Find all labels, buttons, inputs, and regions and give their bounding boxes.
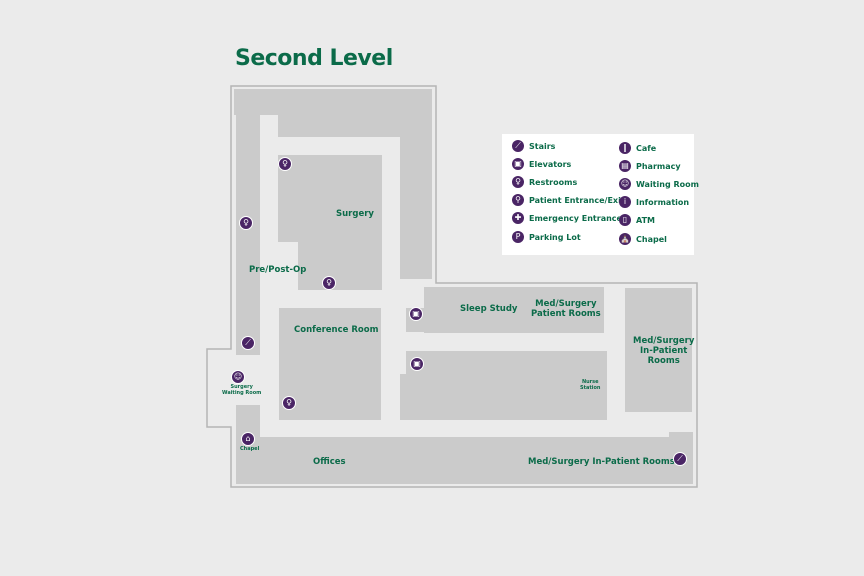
label-pre-post-op: Pre/Post-Op xyxy=(249,265,307,275)
waiting-room-icon[interactable]: ☺ xyxy=(231,370,245,384)
stairs-icon[interactable]: ⟋ xyxy=(673,452,687,466)
room-sleep-study xyxy=(406,287,604,333)
restroom-icon[interactable]: ♀ xyxy=(282,396,296,410)
elevator-icon: ▣ xyxy=(512,158,524,170)
stairs-icon[interactable]: ⟋ xyxy=(241,336,255,350)
label-line: Med/Surgery xyxy=(633,336,695,346)
label-conference-room: Conference Room xyxy=(294,325,379,335)
legend-item-atm: ▯ ATM xyxy=(619,213,655,227)
legend-label: Stairs xyxy=(529,141,556,151)
legend-label: Patient Entrance/Exit xyxy=(529,195,625,205)
legend-label: Cafe xyxy=(636,143,657,153)
floor-title: Second Level xyxy=(235,46,393,71)
legend-label: Information xyxy=(636,197,690,207)
legend-label: Waiting Room xyxy=(636,179,699,189)
legend-label: Pharmacy xyxy=(636,161,681,171)
atm-icon: ▯ xyxy=(619,214,631,226)
information-icon: i xyxy=(619,196,631,208)
legend-item-patient-entrance: ⚲ Patient Entrance/Exit xyxy=(512,193,625,207)
stairs-icon: ⟋ xyxy=(512,140,524,152)
label-line: Patient Rooms xyxy=(531,308,601,319)
legend-item-stairs: ⟋ Stairs xyxy=(512,139,555,153)
room-top-wing xyxy=(234,89,432,115)
label-sleep-study: Sleep Study xyxy=(460,304,518,314)
legend-item-information: i Information xyxy=(619,195,689,209)
label-line: Nurse xyxy=(581,379,599,385)
building-outline xyxy=(206,85,698,488)
room-nurse-station xyxy=(400,351,607,420)
elevator-icon[interactable]: ▣ xyxy=(409,307,423,321)
legend-label: Restrooms xyxy=(529,177,578,187)
legend-label: Parking Lot xyxy=(529,232,581,242)
legend-item-restrooms: ♀ Restrooms xyxy=(512,175,577,189)
restroom-icon[interactable]: ♀ xyxy=(239,216,253,230)
label-med-surgery-in-patient-rooms-right: Med/Surgery In-Patient Rooms xyxy=(633,336,695,366)
label-med-surgery-patient-rooms: Med/Surgery Patient Rooms xyxy=(531,299,601,320)
label-surgery-waiting-room: Surgery Waiting Room xyxy=(222,384,262,397)
label-line: Station xyxy=(580,384,601,391)
restroom-icon: ♀ xyxy=(512,176,524,188)
label-med-surgery-in-patient-rooms-bottom: Med/Surgery In-Patient Rooms xyxy=(528,457,675,467)
label-line: Surgery xyxy=(230,384,253,390)
legend-item-pharmacy: ▤ Pharmacy xyxy=(619,159,681,173)
legend-item-emergency: ✚ Emergency Entrance xyxy=(512,211,622,225)
room-med-surgery-right xyxy=(625,288,692,412)
cafe-icon: ‖ xyxy=(619,142,631,154)
legend-item-elevators: ▣ Elevators xyxy=(512,157,571,171)
legend-item-parking: P Parking Lot xyxy=(512,230,581,244)
label-surgery: Surgery xyxy=(336,209,374,219)
legend-label: Elevators xyxy=(529,159,572,169)
label-chapel: Chapel xyxy=(240,446,260,452)
legend-item-waiting-room: ☺ Waiting Room xyxy=(619,177,699,191)
patient-entrance-icon: ⚲ xyxy=(512,194,524,206)
room-offices xyxy=(236,405,693,484)
label-line: Med/Surgery xyxy=(535,299,597,309)
room-upper-band xyxy=(278,115,400,137)
legend-label: Chapel xyxy=(636,234,667,244)
label-offices: Offices xyxy=(313,457,346,467)
legend-label: Emergency Entrance xyxy=(529,213,622,223)
restroom-icon[interactable]: ♀ xyxy=(322,276,336,290)
label-line: Waiting Room xyxy=(222,389,262,396)
elevator-icon[interactable]: ▣ xyxy=(410,357,424,371)
room-surgery xyxy=(278,155,382,290)
room-conference xyxy=(279,308,381,420)
legend-item-cafe: ‖ Cafe xyxy=(619,141,656,155)
waiting-room-icon: ☺ xyxy=(619,178,631,190)
legend-label: ATM xyxy=(636,215,655,225)
label-line: Rooms xyxy=(647,355,680,366)
label-line: In-Patient xyxy=(640,345,688,356)
chapel-icon[interactable]: ⌂ xyxy=(241,432,255,446)
chapel-icon: ⛪ xyxy=(619,233,631,245)
pharmacy-icon: ▤ xyxy=(619,160,631,172)
room-top-right-column xyxy=(400,89,432,279)
label-nurse-station: Nurse Station xyxy=(580,379,601,392)
parking-icon: P xyxy=(512,231,524,243)
restroom-icon[interactable]: ♀ xyxy=(278,157,292,171)
map-legend: ⟋ Stairs ▣ Elevators ♀ Restrooms ⚲ Patient E… xyxy=(502,134,699,255)
emergency-icon: ✚ xyxy=(512,212,524,224)
legend-item-chapel: ⛪ Chapel xyxy=(619,232,667,246)
